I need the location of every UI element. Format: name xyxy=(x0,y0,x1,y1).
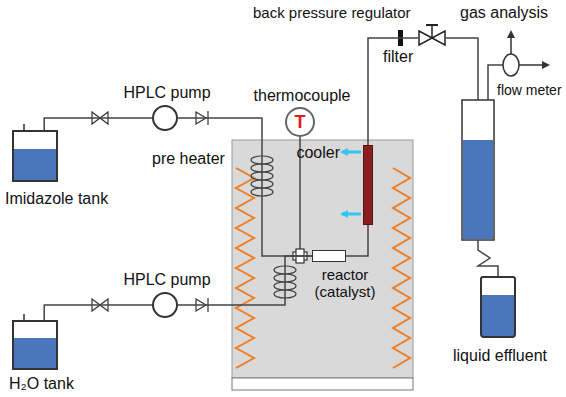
cooler-label: cooler xyxy=(296,144,340,162)
pipe-line xyxy=(44,118,152,130)
reactor-label: reactor (catalyst) xyxy=(308,266,382,301)
effluent-label: liquid effluent xyxy=(453,347,547,365)
filter-label: filter xyxy=(383,48,413,66)
tank-vessel: Imidazole tank xyxy=(12,130,58,182)
separator-vessel xyxy=(462,100,494,240)
liquid-pipe xyxy=(478,240,498,276)
pipe-line xyxy=(178,118,312,256)
regulator-label: back pressure regulator xyxy=(253,4,411,21)
thermocouple-symbol: thermocoupleT xyxy=(285,107,315,137)
separator-liquid xyxy=(463,140,493,239)
preheater-label: pre heater xyxy=(152,150,225,168)
thermocouple-label: thermocouple xyxy=(254,87,351,105)
effluent-bottle: liquid effluent xyxy=(480,276,516,338)
pump-symbol: HPLC pump xyxy=(152,292,178,318)
furnace-body xyxy=(232,140,413,378)
valve-symbol xyxy=(92,112,108,311)
pump-label: HPLC pump xyxy=(123,84,210,102)
pipe xyxy=(446,38,478,100)
preheater-coil xyxy=(251,156,296,298)
reactor-tube: reactor (catalyst) xyxy=(312,250,346,262)
tank-label: Imidazole tank xyxy=(5,190,108,208)
flow-meter-label: flow meter xyxy=(497,82,562,98)
pipe-line xyxy=(346,225,368,256)
cooler-jacket: cooler xyxy=(363,145,373,225)
heater-zigzag xyxy=(393,168,410,368)
tank-label: H₂O tank xyxy=(9,375,74,393)
pump-label: HPLC pump xyxy=(123,271,210,289)
pipe-line xyxy=(368,38,418,145)
coolant-arrow xyxy=(342,152,361,214)
gas-analysis-label: gas analysis xyxy=(460,4,548,22)
regulator-symbol: back pressure regulator xyxy=(418,30,446,46)
flow-meter-symbol xyxy=(503,54,519,76)
gas-outlet-arrow xyxy=(519,64,548,66)
pump-symbol: HPLC pump xyxy=(152,105,178,131)
furnace-base xyxy=(232,378,413,390)
heater-zigzag xyxy=(236,168,254,368)
regulator-outline xyxy=(418,30,446,46)
gas-analysis-arrow xyxy=(510,32,512,54)
pipe-line xyxy=(44,305,152,320)
tank-vessel: H₂O tank xyxy=(12,320,58,370)
thermocouple-mark: T xyxy=(295,112,306,133)
